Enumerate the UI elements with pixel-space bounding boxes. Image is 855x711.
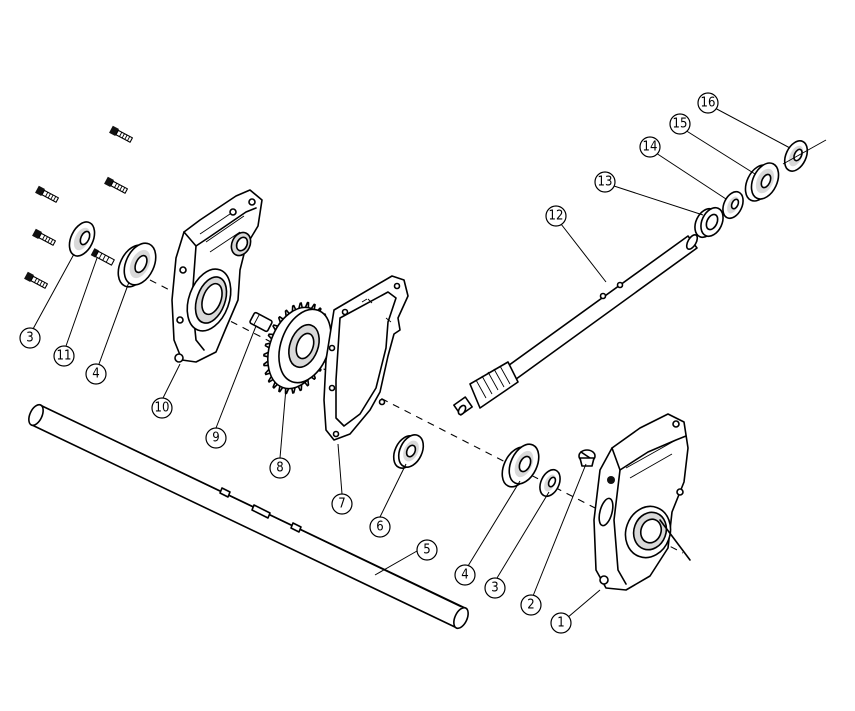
- callout-10: 10: [151, 397, 173, 419]
- callout-number: 10: [155, 401, 170, 416]
- bearing-right-upper: [744, 162, 780, 202]
- axis-extension-line: [782, 139, 827, 165]
- spacer-bolt: [90, 248, 115, 266]
- bearing-right-lower: [501, 443, 540, 488]
- worm-shaft: [453, 233, 699, 416]
- callout-number: 8: [276, 461, 283, 476]
- leader-lines: [32, 106, 791, 619]
- bolt: [104, 176, 128, 194]
- spacer-sleeve: [694, 206, 724, 239]
- callout-16: 16: [697, 92, 719, 114]
- callout-13: 13: [594, 171, 616, 193]
- callout-7: 7: [331, 493, 353, 515]
- callout-1: 1: [550, 612, 572, 634]
- callout-number: 15: [673, 117, 688, 132]
- bearing-middle: [392, 434, 425, 469]
- oil-seal-right: [783, 140, 809, 172]
- gearbox-housing-right: [593, 413, 691, 591]
- callout-number: 12: [549, 209, 564, 224]
- assembly-axis-line: [149, 279, 684, 554]
- callout-6: 6: [369, 516, 391, 538]
- callout-number: 1: [557, 616, 564, 631]
- callout-number: 13: [598, 175, 613, 190]
- callout-15: 15: [669, 113, 691, 135]
- callout-number: 3: [491, 581, 498, 596]
- gearbox-housing-left: [171, 189, 263, 363]
- callout-12: 12: [545, 205, 567, 227]
- callout-9: 9: [205, 427, 227, 449]
- callout-3-right: 3: [484, 577, 506, 599]
- bolt: [35, 185, 59, 203]
- callout-number: 2: [527, 598, 534, 613]
- axle-shaft: [28, 403, 469, 630]
- oil-seal-middle: [539, 468, 561, 498]
- shaft-key: [249, 311, 273, 333]
- callout-2: 2: [520, 594, 542, 616]
- bearing-left: [117, 242, 157, 288]
- oil-seal-left: [68, 221, 96, 257]
- callout-8: 8: [269, 457, 291, 479]
- thrust-washer: [722, 190, 744, 220]
- callout-number: 16: [701, 96, 716, 111]
- callout-number: 7: [338, 497, 345, 512]
- callout-number: 5: [423, 543, 430, 558]
- callout-3-left: 3: [19, 327, 41, 349]
- callout-number: 9: [212, 431, 219, 446]
- bolt: [109, 125, 133, 143]
- vent-plug: [578, 449, 596, 467]
- callout-4-left: 4: [85, 363, 107, 385]
- callout-number: 14: [643, 140, 658, 155]
- callout-14: 14: [639, 136, 661, 158]
- callout-5: 5: [416, 539, 438, 561]
- bolt-group: [24, 125, 133, 289]
- bolt: [24, 271, 48, 289]
- worm-gear: [263, 301, 332, 395]
- callout-number: 11: [57, 349, 72, 364]
- callout-number: 3: [26, 331, 33, 346]
- callout-number: 4: [92, 367, 99, 382]
- gasket: [323, 275, 409, 441]
- callout-number: 6: [376, 520, 383, 535]
- callout-11: 11: [53, 345, 75, 367]
- callout-4-right: 4: [454, 564, 476, 586]
- bolt: [32, 228, 56, 246]
- callout-number: 4: [461, 568, 468, 583]
